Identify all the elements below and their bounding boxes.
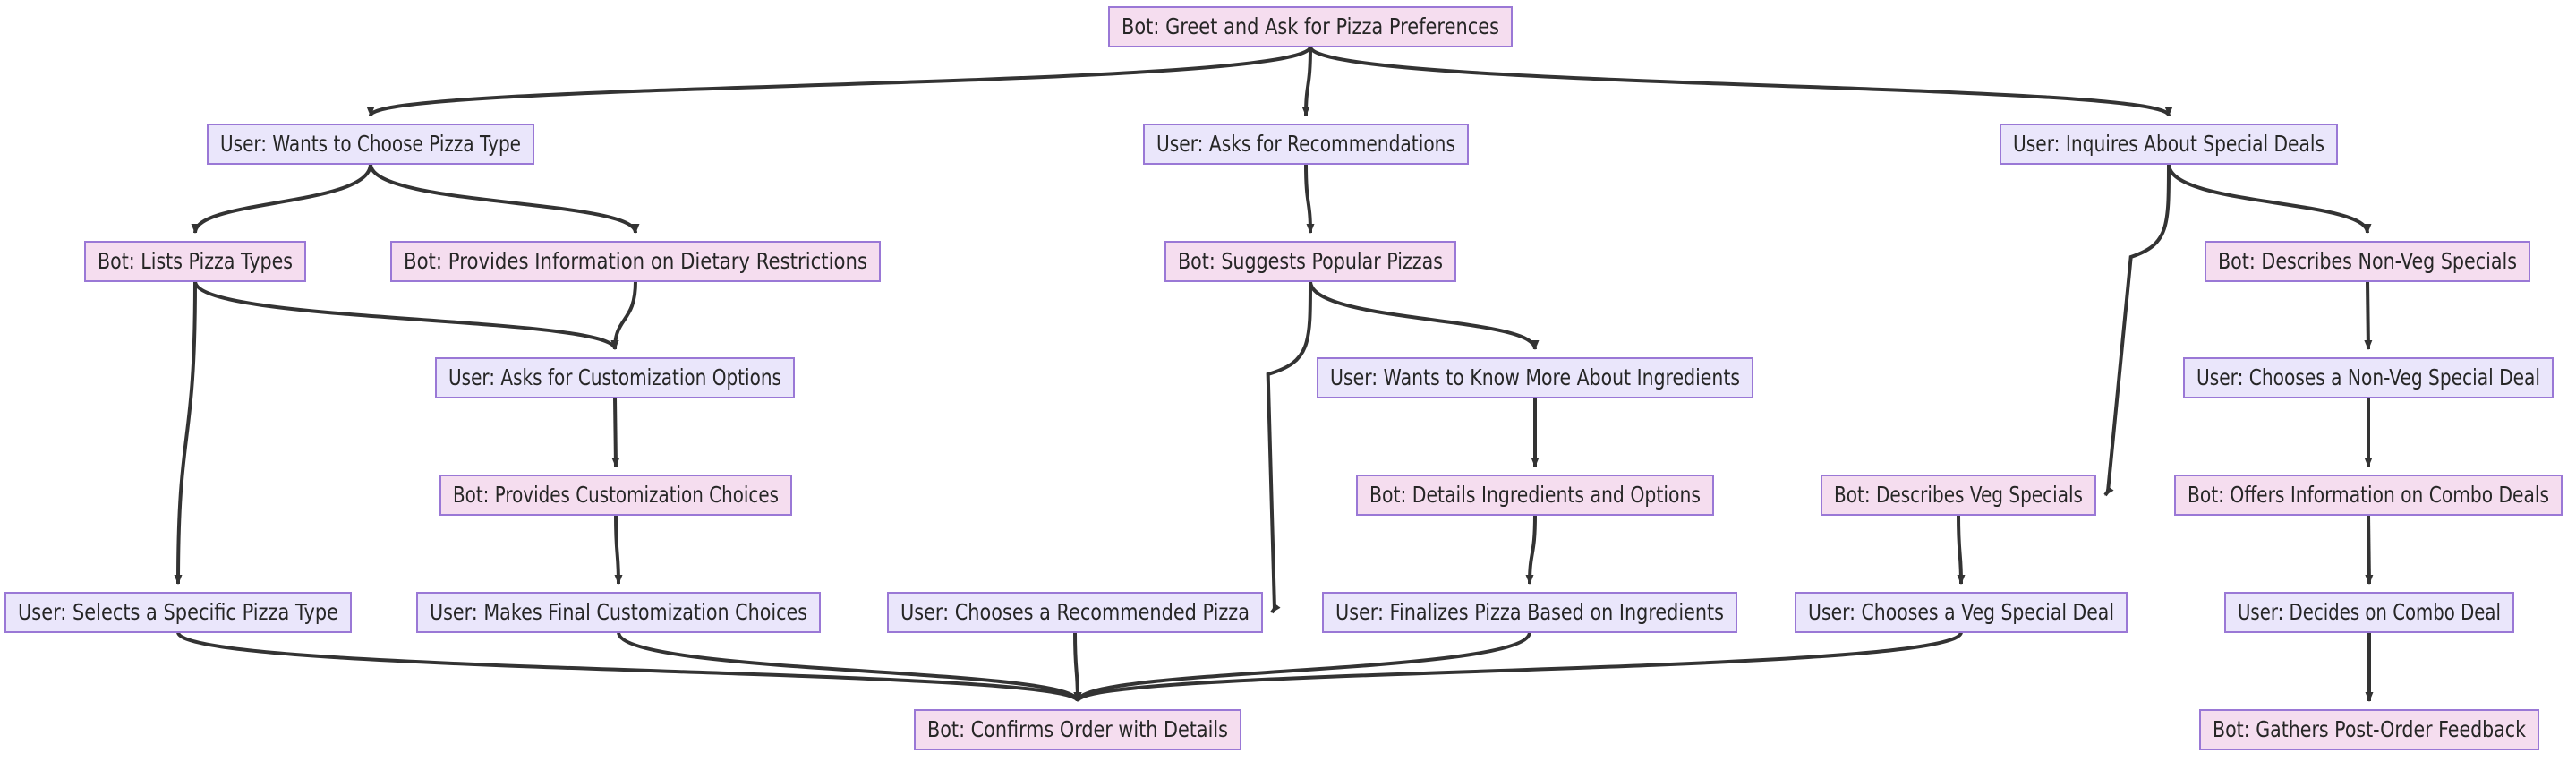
node-label: User: Wants to Know More About Ingredien… (1330, 364, 1740, 390)
edge-n1-to-n3 (1301, 46, 1312, 116)
edge-n4-to-n8 (2167, 163, 2372, 234)
node-bot-provides-customization-choices[interactable]: Bot: Provides Customization Choices (439, 475, 792, 516)
node-user-wants-to-know-more-about-ingredients[interactable]: User: Wants to Know More About Ingredien… (1317, 357, 1753, 398)
node-box[interactable] (1108, 6, 1513, 47)
node-box[interactable] (2205, 241, 2530, 282)
edge-n4-to-n14 (2103, 163, 2171, 497)
node-box[interactable] (84, 241, 306, 282)
node-box[interactable] (887, 592, 1263, 633)
node-box[interactable] (1356, 475, 1714, 516)
node-label: Bot: Lists Pizza Types (98, 248, 293, 274)
edge-n5-to-n16 (174, 280, 197, 585)
node-label: User: Asks for Recommendations (1156, 131, 1455, 157)
node-box[interactable] (914, 709, 1241, 750)
edge-n9-to-n12 (611, 397, 620, 467)
node-bot-greet-and-ask-for-pizza-preferences[interactable]: Bot: Greet and Ask for Pizza Preferences (1108, 6, 1513, 47)
node-user-chooses-a-non-veg-special-deal[interactable]: User: Chooses a Non-Veg Special Deal (2183, 357, 2554, 398)
edge-n7-to-n18 (1266, 280, 1312, 614)
node-user-chooses-a-veg-special-deal[interactable]: User: Chooses a Veg Special Deal (1795, 592, 2128, 633)
edge-n2-to-n6 (369, 163, 640, 234)
node-user-asks-for-recommendations[interactable]: User: Asks for Recommendations (1143, 124, 1469, 165)
node-label: Bot: Describes Non-Veg Specials (2218, 248, 2517, 274)
edge-n1-to-n2 (366, 46, 1312, 117)
node-bot-offers-information-on-combo-deals[interactable]: Bot: Offers Information on Combo Deals (2174, 475, 2563, 516)
node-box[interactable] (390, 241, 881, 282)
node-label: Bot: Greet and Ask for Pizza Preferences (1122, 13, 1499, 39)
edge-n14-to-n20 (1957, 514, 1966, 585)
edge-n20-to-n22 (1073, 631, 1963, 703)
node-box[interactable] (207, 124, 534, 165)
node-user-decides-on-combo-deal[interactable]: User: Decides on Combo Deal (2224, 592, 2514, 633)
node-label: Bot: Suggests Popular Pizzas (1178, 248, 1443, 274)
edge-n8-to-n11 (2364, 280, 2373, 350)
node-label: Bot: Offers Information on Combo Deals (2188, 482, 2549, 508)
node-user-selects-a-specific-pizza-type[interactable]: User: Selects a Specific Pizza Type (4, 592, 352, 633)
edge-n12-to-n17 (614, 514, 623, 585)
node-label: Bot: Provides Information on Dietary Res… (404, 248, 867, 274)
node-bot-confirms-order-with-details[interactable]: Bot: Confirms Order with Details (914, 709, 1241, 750)
node-bot-suggests-popular-pizzas[interactable]: Bot: Suggests Popular Pizzas (1164, 241, 1456, 282)
node-label: User: Wants to Choose Pizza Type (220, 131, 521, 157)
edge-layer (174, 46, 2374, 703)
node-label: Bot: Confirms Order with Details (927, 716, 1228, 742)
node-user-asks-for-customization-options[interactable]: User: Asks for Customization Options (435, 357, 795, 398)
node-label: Bot: Describes Veg Specials (1834, 482, 2083, 508)
node-box[interactable] (2000, 124, 2338, 165)
node-label: User: Chooses a Recommended Pizza (900, 599, 1250, 625)
node-bot-details-ingredients-and-options[interactable]: Bot: Details Ingredients and Options (1356, 475, 1714, 516)
node-box[interactable] (416, 592, 821, 633)
edge-n2-to-n5 (191, 163, 372, 234)
node-box[interactable] (1317, 357, 1753, 398)
node-box[interactable] (4, 592, 352, 633)
node-bot-describes-non-veg-specials[interactable]: Bot: Describes Non-Veg Specials (2205, 241, 2530, 282)
node-label: User: Makes Final Customization Choices (430, 599, 807, 625)
edge-n5-to-n9 (193, 280, 619, 350)
node-box[interactable] (1322, 592, 1737, 633)
edge-n3-to-n7 (1304, 163, 1315, 234)
node-box[interactable] (2183, 357, 2554, 398)
node-box[interactable] (2174, 475, 2563, 516)
edge-n7-to-n10 (1309, 280, 1540, 350)
node-label: User: Asks for Customization Options (448, 364, 781, 390)
node-box[interactable] (2199, 709, 2539, 750)
node-bot-describes-veg-specials[interactable]: Bot: Describes Veg Specials (1821, 475, 2096, 516)
edge-n15-to-n21 (2365, 514, 2374, 585)
node-layer: Bot: Greet and Ask for Pizza Preferences… (4, 6, 2563, 750)
node-label: Bot: Details Ingredients and Options (1369, 482, 1701, 508)
edge-n17-to-n22 (617, 631, 1082, 702)
node-box[interactable] (1821, 475, 2096, 516)
node-user-makes-final-customization-choices[interactable]: User: Makes Final Customization Choices (416, 592, 821, 633)
node-box[interactable] (439, 475, 792, 516)
node-bot-lists-pizza-types[interactable]: Bot: Lists Pizza Types (84, 241, 306, 282)
node-box[interactable] (435, 357, 795, 398)
node-bot-gathers-post-order-feedback[interactable]: Bot: Gathers Post-Order Feedback (2199, 709, 2539, 750)
node-box[interactable] (1795, 592, 2128, 633)
node-label: Bot: Gathers Post-Order Feedback (2213, 716, 2526, 742)
node-box[interactable] (2224, 592, 2514, 633)
edge-n6-to-n9 (610, 280, 637, 350)
edge-n13-to-n19 (1525, 514, 1537, 585)
edge-n16-to-n22 (176, 631, 1082, 703)
node-label: User: Chooses a Veg Special Deal (1808, 599, 2114, 625)
node-box[interactable] (1143, 124, 1469, 165)
node-user-finalizes-pizza-based-on-ingredients[interactable]: User: Finalizes Pizza Based on Ingredien… (1322, 592, 1737, 633)
node-box[interactable] (1164, 241, 1456, 282)
edge-n18-to-n22 (1073, 631, 1082, 702)
node-label: User: Chooses a Non-Veg Special Deal (2196, 364, 2540, 390)
node-label: User: Selects a Specific Pizza Type (18, 599, 338, 625)
node-label: User: Finalizes Pizza Based on Ingredien… (1335, 599, 1724, 625)
node-bot-provides-information-on-dietary-restrictions[interactable]: Bot: Provides Information on Dietary Res… (390, 241, 881, 282)
node-label: Bot: Provides Customization Choices (453, 482, 779, 508)
edge-n19-to-n22 (1073, 631, 1531, 702)
node-user-wants-to-choose-pizza-type[interactable]: User: Wants to Choose Pizza Type (207, 124, 534, 165)
node-user-chooses-a-recommended-pizza[interactable]: User: Chooses a Recommended Pizza (887, 592, 1263, 633)
node-label: User: Inquires About Special Deals (2013, 131, 2324, 157)
node-label: User: Decides on Combo Deal (2238, 599, 2501, 625)
edge-n1-to-n4 (1309, 46, 2173, 117)
node-user-inquires-about-special-deals[interactable]: User: Inquires About Special Deals (2000, 124, 2338, 165)
